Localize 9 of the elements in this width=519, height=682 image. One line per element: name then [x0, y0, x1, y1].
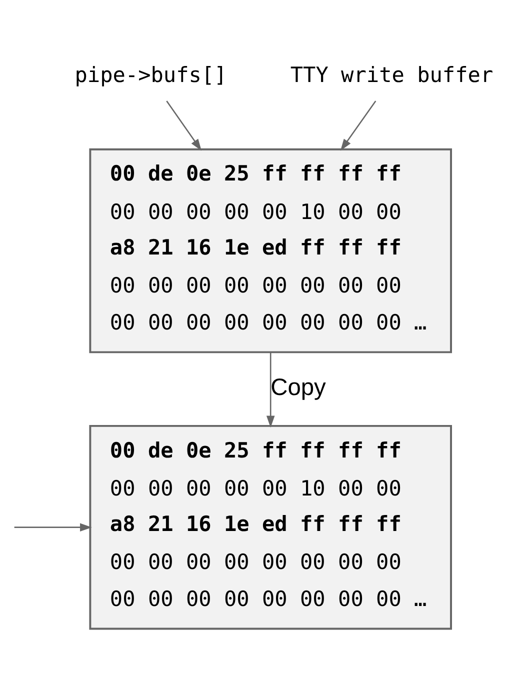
node-box: 00 de 0e 25 ff ff ff ff 00 00 00 00 00 10 00 00 a8 21 16 1e ed ff ff ff 00 00 00 00 00 00 00 00 00 00 00 00 00 00 00 00 … [89, 424, 452, 630]
node-text: pipe->bufs[] [74, 62, 227, 87]
node-text: TTY write buffer [290, 62, 494, 87]
arrow [266, 352, 275, 428]
arrow [166, 100, 202, 151]
edge-label: Copy [270, 374, 326, 401]
node-box: 00 de 0e 25 ff ff ff ff 00 00 00 00 00 10 00 00 a8 21 16 1e ed ff ff ff 00 00 00 00 00 00 00 00 00 00 00 00 00 00 00 00 … [89, 148, 452, 354]
arrow [14, 523, 92, 532]
arrow [340, 100, 376, 151]
